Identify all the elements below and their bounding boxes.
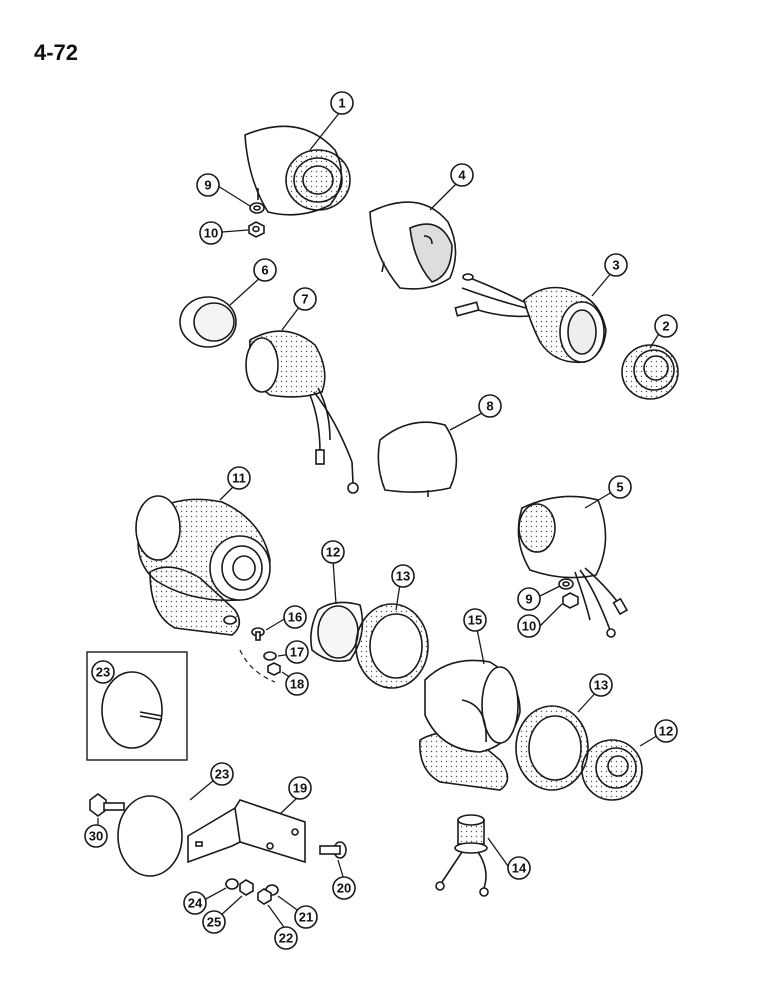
callout-7: 7 bbox=[293, 287, 317, 311]
svg-text:9: 9 bbox=[525, 592, 532, 607]
callout-8: 8 bbox=[478, 394, 502, 418]
svg-text:21: 21 bbox=[299, 910, 313, 925]
part-5-marker-lamp bbox=[517, 495, 629, 638]
svg-text:8: 8 bbox=[486, 399, 493, 414]
callout-2: 2 bbox=[654, 314, 678, 338]
svg-text:23: 23 bbox=[215, 767, 229, 782]
part-12-lens-lower bbox=[581, 739, 643, 801]
part-2-lens bbox=[621, 344, 679, 400]
part-15-lamp-housing bbox=[419, 659, 521, 791]
part-30-bolt bbox=[89, 793, 125, 817]
svg-text:1: 1 bbox=[338, 96, 345, 111]
callout-24: 24 bbox=[183, 891, 207, 915]
callout-20: 20 bbox=[332, 876, 356, 900]
part-25-nut bbox=[239, 879, 254, 896]
part-10-nut-lower bbox=[562, 592, 579, 609]
callout-30: 30 bbox=[84, 824, 108, 848]
part-8-cover bbox=[377, 421, 458, 497]
callout-15: 15 bbox=[463, 608, 487, 632]
part-19-bracket bbox=[187, 799, 306, 864]
svg-text:7: 7 bbox=[301, 292, 308, 307]
callout-11: 11 bbox=[227, 466, 251, 490]
part-4-lamp-housing bbox=[369, 201, 457, 290]
part-16-screw bbox=[251, 627, 265, 641]
svg-text:13: 13 bbox=[396, 569, 410, 584]
part-1-marker-lamp bbox=[244, 125, 351, 216]
part-9-washer-upper bbox=[249, 202, 265, 214]
callout-23: 23 bbox=[210, 762, 234, 786]
svg-text:14: 14 bbox=[512, 861, 527, 876]
part-13-bezel-lower bbox=[515, 705, 589, 791]
callout-21: 21 bbox=[294, 905, 318, 929]
page-number: 4-72 bbox=[34, 40, 79, 65]
part-24-washer bbox=[225, 878, 239, 890]
callout-18: 18 bbox=[285, 672, 309, 696]
callout-4: 4 bbox=[450, 163, 474, 187]
part-6-ring bbox=[179, 296, 237, 348]
callout-9-lower: 9 bbox=[517, 587, 541, 611]
svg-text:2: 2 bbox=[662, 319, 669, 334]
svg-text:10: 10 bbox=[522, 619, 536, 634]
callout-10-lower: 10 bbox=[517, 614, 541, 638]
callout-12-upper: 12 bbox=[321, 540, 345, 564]
callout-19: 19 bbox=[288, 776, 312, 800]
part-23-disc-inset bbox=[101, 671, 163, 749]
part-9-washer-lower bbox=[558, 578, 574, 590]
part-12-ring-upper bbox=[310, 601, 364, 663]
svg-text:18: 18 bbox=[290, 677, 304, 692]
svg-text:17: 17 bbox=[290, 645, 304, 660]
callout-12-lower: 12 bbox=[654, 719, 678, 743]
callout-13-lower: 13 bbox=[589, 673, 613, 697]
part-7-boot-harness bbox=[245, 330, 359, 494]
callout-5: 5 bbox=[608, 475, 632, 499]
part-11-lamp-assembly bbox=[135, 495, 271, 636]
svg-text:9: 9 bbox=[204, 178, 211, 193]
svg-text:13: 13 bbox=[594, 678, 608, 693]
svg-text:3: 3 bbox=[612, 258, 619, 273]
callout-13-upper: 13 bbox=[391, 564, 415, 588]
svg-text:20: 20 bbox=[337, 881, 351, 896]
callout-9-upper: 9 bbox=[196, 173, 220, 197]
callout-14: 14 bbox=[507, 856, 531, 880]
callout-17: 17 bbox=[285, 640, 309, 664]
svg-text:23: 23 bbox=[96, 665, 110, 680]
svg-text:12: 12 bbox=[659, 724, 673, 739]
svg-text:22: 22 bbox=[279, 931, 293, 946]
svg-text:6: 6 bbox=[261, 263, 268, 278]
callout-16: 16 bbox=[283, 605, 307, 629]
callout-22: 22 bbox=[274, 926, 298, 950]
part-10-nut-upper bbox=[248, 221, 265, 238]
part-20-screw bbox=[319, 841, 347, 859]
svg-text:5: 5 bbox=[616, 480, 623, 495]
svg-text:15: 15 bbox=[468, 613, 482, 628]
svg-text:4: 4 bbox=[458, 168, 466, 183]
svg-text:24: 24 bbox=[188, 896, 203, 911]
callout-23-inset: 23 bbox=[91, 660, 115, 684]
part-14-socket bbox=[435, 814, 489, 897]
svg-text:16: 16 bbox=[288, 610, 302, 625]
callout-25: 25 bbox=[202, 910, 226, 934]
callout-3: 3 bbox=[604, 253, 628, 277]
svg-text:11: 11 bbox=[232, 471, 246, 486]
part-22-nut bbox=[257, 888, 272, 905]
svg-text:19: 19 bbox=[293, 781, 307, 796]
svg-text:10: 10 bbox=[204, 226, 218, 241]
callout-1: 1 bbox=[330, 91, 354, 115]
part-23-disc bbox=[117, 795, 183, 877]
callout-6: 6 bbox=[253, 258, 277, 282]
part-18-nut bbox=[267, 662, 281, 676]
svg-text:30: 30 bbox=[89, 829, 103, 844]
part-3-socket-harness bbox=[454, 273, 607, 364]
part-17-washer bbox=[263, 651, 277, 661]
svg-text:12: 12 bbox=[326, 545, 340, 560]
callout-10-upper: 10 bbox=[199, 221, 223, 245]
part-13-bezel-upper bbox=[355, 603, 429, 689]
svg-text:25: 25 bbox=[207, 915, 221, 930]
